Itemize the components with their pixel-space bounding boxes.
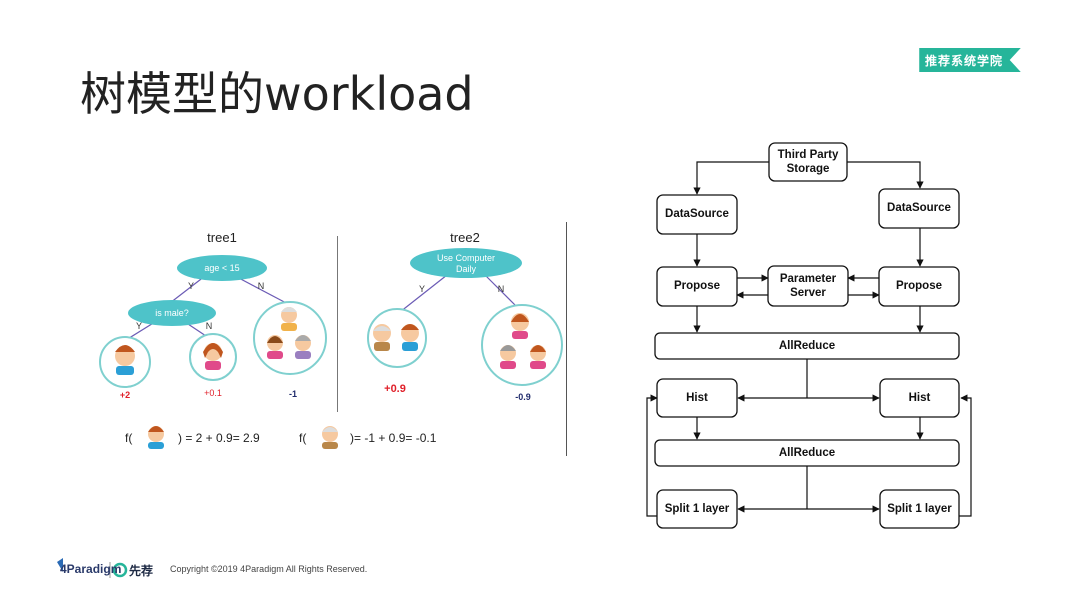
- box-split-right: [879, 489, 960, 529]
- badge-shape: [919, 48, 1021, 72]
- box-parameter-server: [767, 265, 849, 307]
- allreduce2-label: AllReduce: [778, 447, 836, 459]
- paradigm-logo-icon: [57, 558, 63, 572]
- formula1-result: ) = 2 + 0.9= 2.9: [178, 431, 260, 445]
- box-propose-right: [878, 266, 960, 307]
- tree1-leaf3-value: -1: [288, 389, 297, 399]
- tree1-root-yes: Y: [187, 281, 194, 291]
- box-hist-left: [656, 378, 738, 418]
- tree2-leaf2-value: -0.9: [515, 392, 531, 402]
- tree2-root-no: N: [497, 284, 505, 294]
- footer-copyright: Copyright ©2019 4Paradigm All Rights Res…: [170, 564, 368, 574]
- tree1-child-label: is male?: [155, 308, 189, 318]
- box-datasource-left: [656, 194, 738, 235]
- footer-logo-xianjian: 先荐: [129, 564, 154, 578]
- tree1-root-node: [177, 255, 267, 281]
- formula1-prefix: f(: [125, 431, 133, 445]
- box-storage: [768, 142, 848, 182]
- badge-label: 推荐系统学院: [924, 54, 1003, 68]
- grandpa-boy-icon: [373, 324, 419, 351]
- box-hist-right: [879, 378, 960, 418]
- storage-label-line1: Third Party: [777, 149, 839, 161]
- box-allreduce1: [654, 332, 960, 360]
- tree2-root-label-line1: Use Computer: [436, 253, 496, 263]
- box-propose-left: [656, 266, 738, 307]
- tree1-root-label: age < 15: [204, 263, 240, 273]
- ps-label-line1: Parameter: [779, 273, 837, 285]
- propose-left-label: Propose: [673, 280, 720, 292]
- tree1-edge-root-leaf3: [234, 275, 291, 306]
- slide-title: 树模型的workload: [80, 67, 474, 121]
- tree2-root-node: [410, 248, 522, 278]
- edge-storage-dsright: [847, 161, 924, 189]
- boy-icon: [115, 345, 135, 375]
- split-left-label: Split 1 layer: [664, 503, 730, 515]
- tree2-leaf1-value: +0.9: [384, 383, 406, 395]
- tree1-edge-root-child: [169, 275, 206, 304]
- girl-icon: [203, 343, 223, 370]
- storage-label-line2: Storage: [786, 163, 830, 175]
- xianjian-logo-icon: [112, 562, 128, 578]
- tree2-root-label-line2: Daily: [455, 264, 476, 274]
- tree1-child-node: [128, 300, 216, 326]
- formula2-prefix: f(: [299, 431, 307, 445]
- formula2-result: )= -1 + 0.9= -0.1: [350, 431, 437, 445]
- box-datasource-right: [878, 188, 960, 229]
- tree2-title: tree2: [450, 230, 480, 245]
- edge-splitleft-histleft: [646, 394, 658, 517]
- box-split-left: [656, 489, 738, 529]
- hist-right-label: Hist: [908, 392, 931, 404]
- hist-left-label: Hist: [686, 392, 708, 404]
- tree2-edge-root-left: [399, 274, 448, 313]
- tree1-child-yes: Y: [135, 321, 142, 331]
- datasource-left-label: DataSource: [665, 208, 729, 220]
- tree1-leaf2-value: +0.1: [204, 388, 222, 398]
- girls-family-icon: [500, 313, 546, 369]
- split-right-label: Split 1 layer: [887, 503, 952, 515]
- panel-right-border: [566, 222, 567, 456]
- ps-label-line2: Server: [790, 287, 826, 299]
- grandparents-family-icon: [267, 307, 311, 359]
- allreduce1-label: AllReduce: [778, 340, 836, 352]
- tree-divider: [337, 236, 338, 412]
- tree1-child-no: N: [205, 321, 213, 331]
- formula-grandpa-icon: [322, 426, 338, 449]
- tree2-root-yes: Y: [418, 284, 425, 294]
- tree2-leaf1-circle: [367, 308, 427, 368]
- propose-right-label: Propose: [895, 280, 942, 292]
- datasource-right-label: DataSource: [887, 202, 951, 214]
- tree1-leaf1-value: +2: [119, 390, 131, 400]
- footer-logo-4paradigm: 4Paradigm: [60, 562, 122, 576]
- edge-splitright-histright: [959, 394, 972, 517]
- box-allreduce2: [654, 439, 960, 467]
- tree1-title: tree1: [207, 230, 237, 245]
- tree1-root-no: N: [257, 281, 265, 291]
- formula-boy-icon: [148, 426, 164, 449]
- edge-storage-dsleft: [693, 161, 769, 195]
